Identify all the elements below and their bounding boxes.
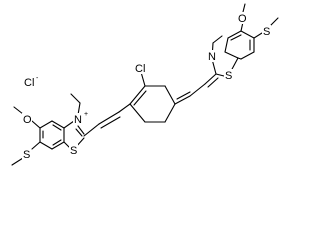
right-vinyl-linker bbox=[174, 73, 219, 105]
left-vinyl-linker bbox=[83, 103, 131, 137]
counterion-charge-label: - bbox=[36, 75, 39, 82]
chemical-structure-drawing: Cl - Cl N S O S N + S O S bbox=[11, 3, 279, 166]
molecule-svg: Cl - Cl N S O S N + S O S bbox=[11, 3, 279, 166]
left-methoxy-oxygen-label: O bbox=[23, 114, 32, 126]
right-thioether-sulfur-label: S bbox=[263, 26, 270, 38]
left-nitrogen-charge-label: + bbox=[84, 111, 88, 118]
right-benzothiazole-bonds bbox=[211, 3, 279, 77]
left-ring-sulfur-label: S bbox=[70, 145, 77, 157]
right-ring-sulfur-label: S bbox=[225, 70, 232, 82]
left-nitrogen-label: N bbox=[74, 114, 82, 126]
chloro-substituent-label: Cl bbox=[135, 63, 145, 75]
right-methoxy-oxygen-label: O bbox=[238, 13, 247, 25]
left-benzothiazole-bonds bbox=[11, 93, 85, 166]
cyclohexene-ring-bonds bbox=[129, 71, 176, 123]
left-thioether-sulfur-label: S bbox=[23, 149, 30, 161]
right-nitrogen-label: N bbox=[208, 51, 216, 63]
counterion-chlorine-label: Cl bbox=[24, 77, 34, 89]
